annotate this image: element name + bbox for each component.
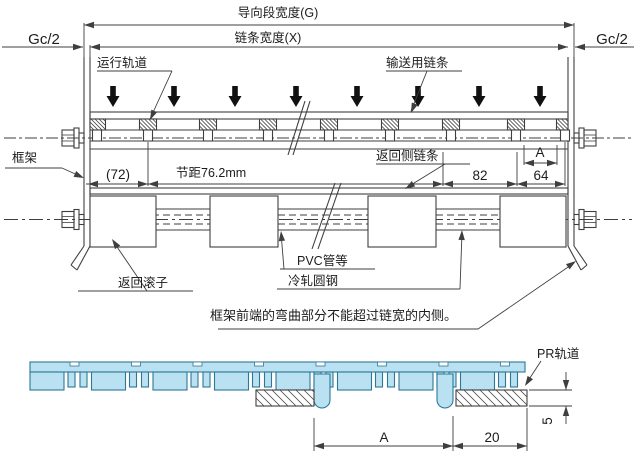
dim-a-bottom-label: A [379, 430, 388, 445]
top-dimension-lines [2, 21, 634, 57]
bolt [61, 127, 85, 149]
section-pins [313, 373, 454, 409]
dim-guide-width-label: 导向段宽度(G) [238, 5, 319, 20]
label-return-roller: 返回滚子 [118, 275, 168, 290]
break-lines [287, 100, 342, 250]
section-dimensions [313, 372, 572, 451]
return-chain-strip [89, 187, 569, 195]
dim-pitch-label: 节距76.2mm [176, 166, 246, 180]
dim-82-label: 82 [472, 168, 487, 183]
dim-chain-width-label: 链条宽度(X) [235, 30, 302, 45]
conveyor-chain-strip [89, 111, 569, 120]
label-steel-rod: 冷轧圆钢 [288, 274, 338, 288]
return-rollers [89, 195, 567, 248]
leader-frame-bend-note [218, 261, 576, 330]
label-pr-track: PR轨道 [537, 347, 580, 361]
dim-gc-right-label: Gc/2 [596, 31, 628, 48]
dim-gc-left-label: Gc/2 [28, 31, 60, 48]
label-frame: 框架 [12, 151, 37, 165]
running-track-blocks [89, 118, 571, 142]
drawing-geometry [2, 21, 634, 451]
frame-left-plate [70, 57, 91, 271]
leader-pr-track [525, 360, 542, 386]
frame-right-plate [567, 57, 588, 271]
leader-conveyor-chain [386, 70, 462, 113]
dim-a-main-label: A [535, 145, 544, 160]
dim-20-label: 20 [484, 430, 499, 445]
leader-pvc-pipe [278, 231, 375, 270]
label-conveyor-chain: 输送用链条 [386, 55, 449, 70]
leader-return-roller [78, 239, 193, 292]
label-return-chain: 返回侧链条 [376, 148, 439, 163]
leader-steel-rod [277, 230, 465, 290]
section-rails [255, 389, 528, 407]
leader-return-chain [376, 163, 470, 189]
leader-frame [5, 167, 84, 178]
note-frame-bend: 框架前端的弯曲部分不能超过链宽的内侧。 [210, 308, 457, 323]
dim-72-label: (72) [106, 167, 130, 182]
bolt [573, 127, 597, 149]
leader-running-track [97, 70, 173, 120]
label-running-track: 运行轨道 [97, 56, 148, 70]
middle-dimension-line [86, 142, 566, 188]
dim-5-label: 5 [540, 417, 555, 425]
load-arrows [106, 86, 547, 107]
dim-64-label: 64 [533, 168, 549, 183]
label-pvc-pipe: PVC管等 [297, 253, 348, 268]
